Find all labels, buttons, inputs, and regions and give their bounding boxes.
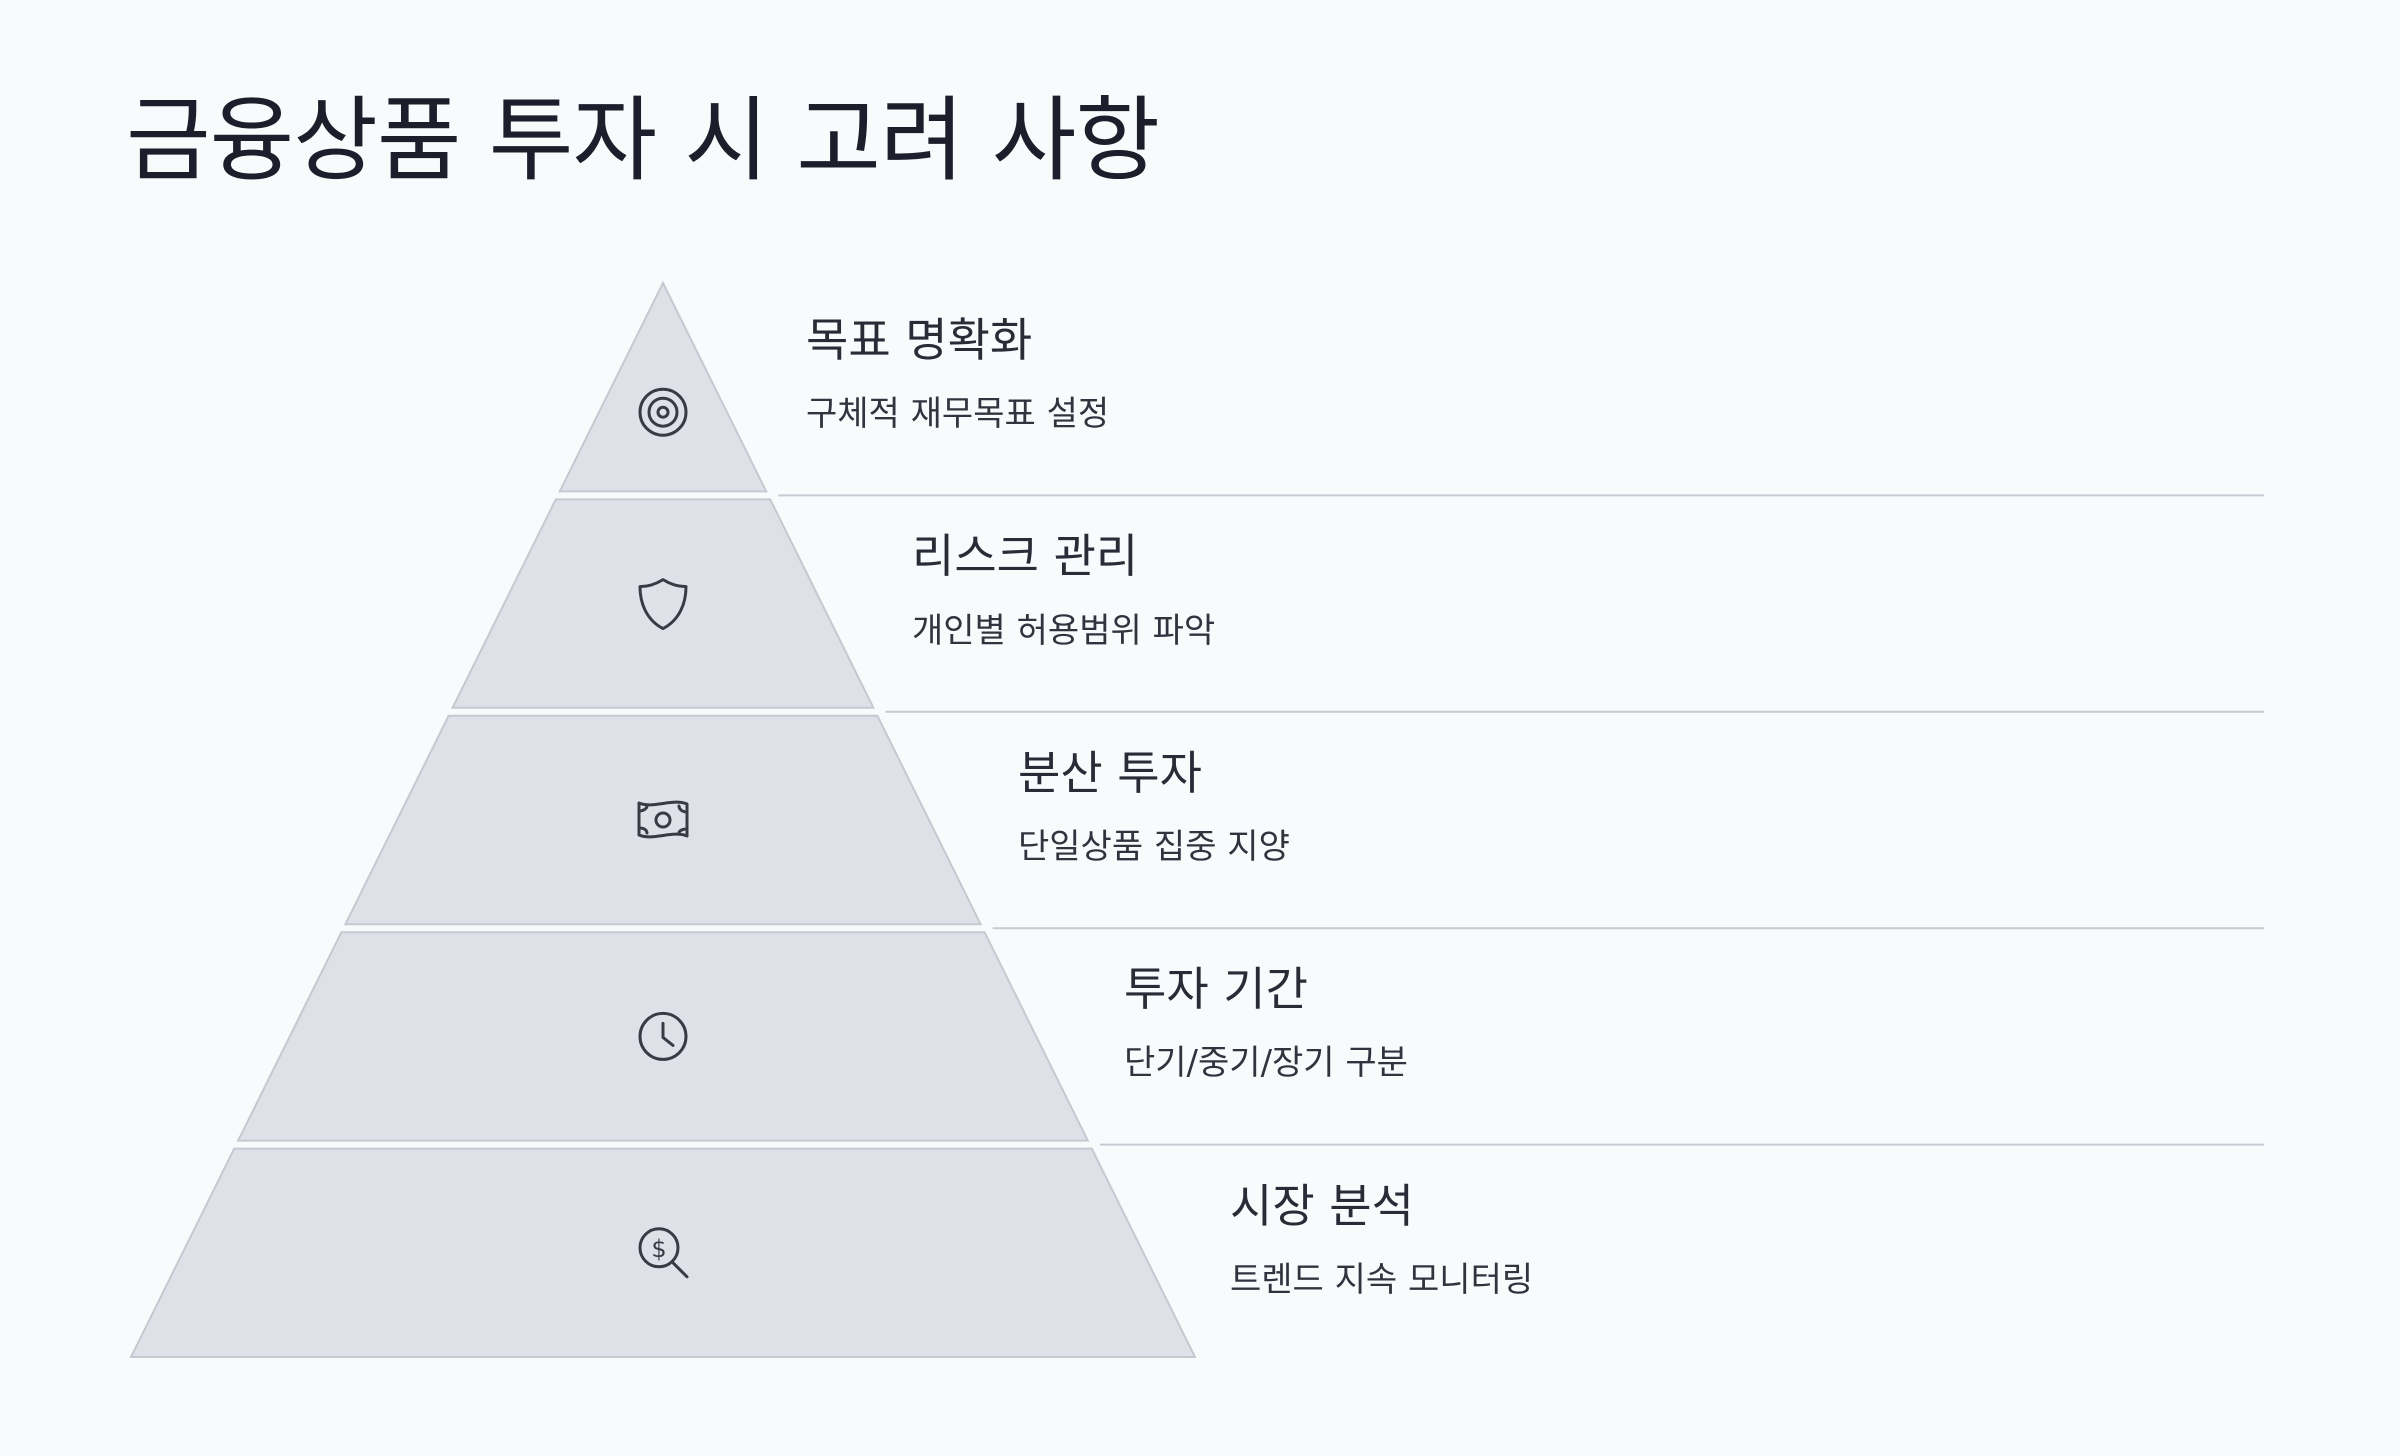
tier-description: 구체적 재무목표 설정 (806, 394, 1110, 435)
pyramid-tier-2 (450, 498, 876, 709)
pyramid-tier-1 (558, 280, 768, 493)
svg-text:$: $ (651, 1235, 666, 1263)
tier-title: 투자 기간 (1124, 962, 1308, 1017)
target-icon (638, 387, 688, 437)
tier-description: 트렌드 지속 모니터링 (1230, 1259, 1534, 1300)
shield-icon (638, 578, 688, 631)
pyramid-tier-3 (343, 714, 983, 926)
tier-description: 단일상품 집중 지양 (1018, 826, 1290, 867)
tier-title: 분산 투자 (1018, 745, 1202, 800)
tier-title: 시장 분석 (1230, 1178, 1414, 1233)
clock-icon (638, 1011, 688, 1061)
dollar-search-icon: $ (638, 1227, 689, 1279)
tier-title: 목표 명확화 (806, 313, 1033, 367)
tier-description: 단기/중기/장기 구분 (1124, 1043, 1408, 1084)
pyramid-tier-5 (129, 1147, 1197, 1358)
tier-title: 리스크 관리 (912, 529, 1139, 584)
banknote-icon (637, 800, 689, 839)
page-title: 금융상품 투자 시 고려 사항 (126, 87, 1160, 194)
tier-description: 개인별 허용범위 파악 (912, 610, 1216, 651)
